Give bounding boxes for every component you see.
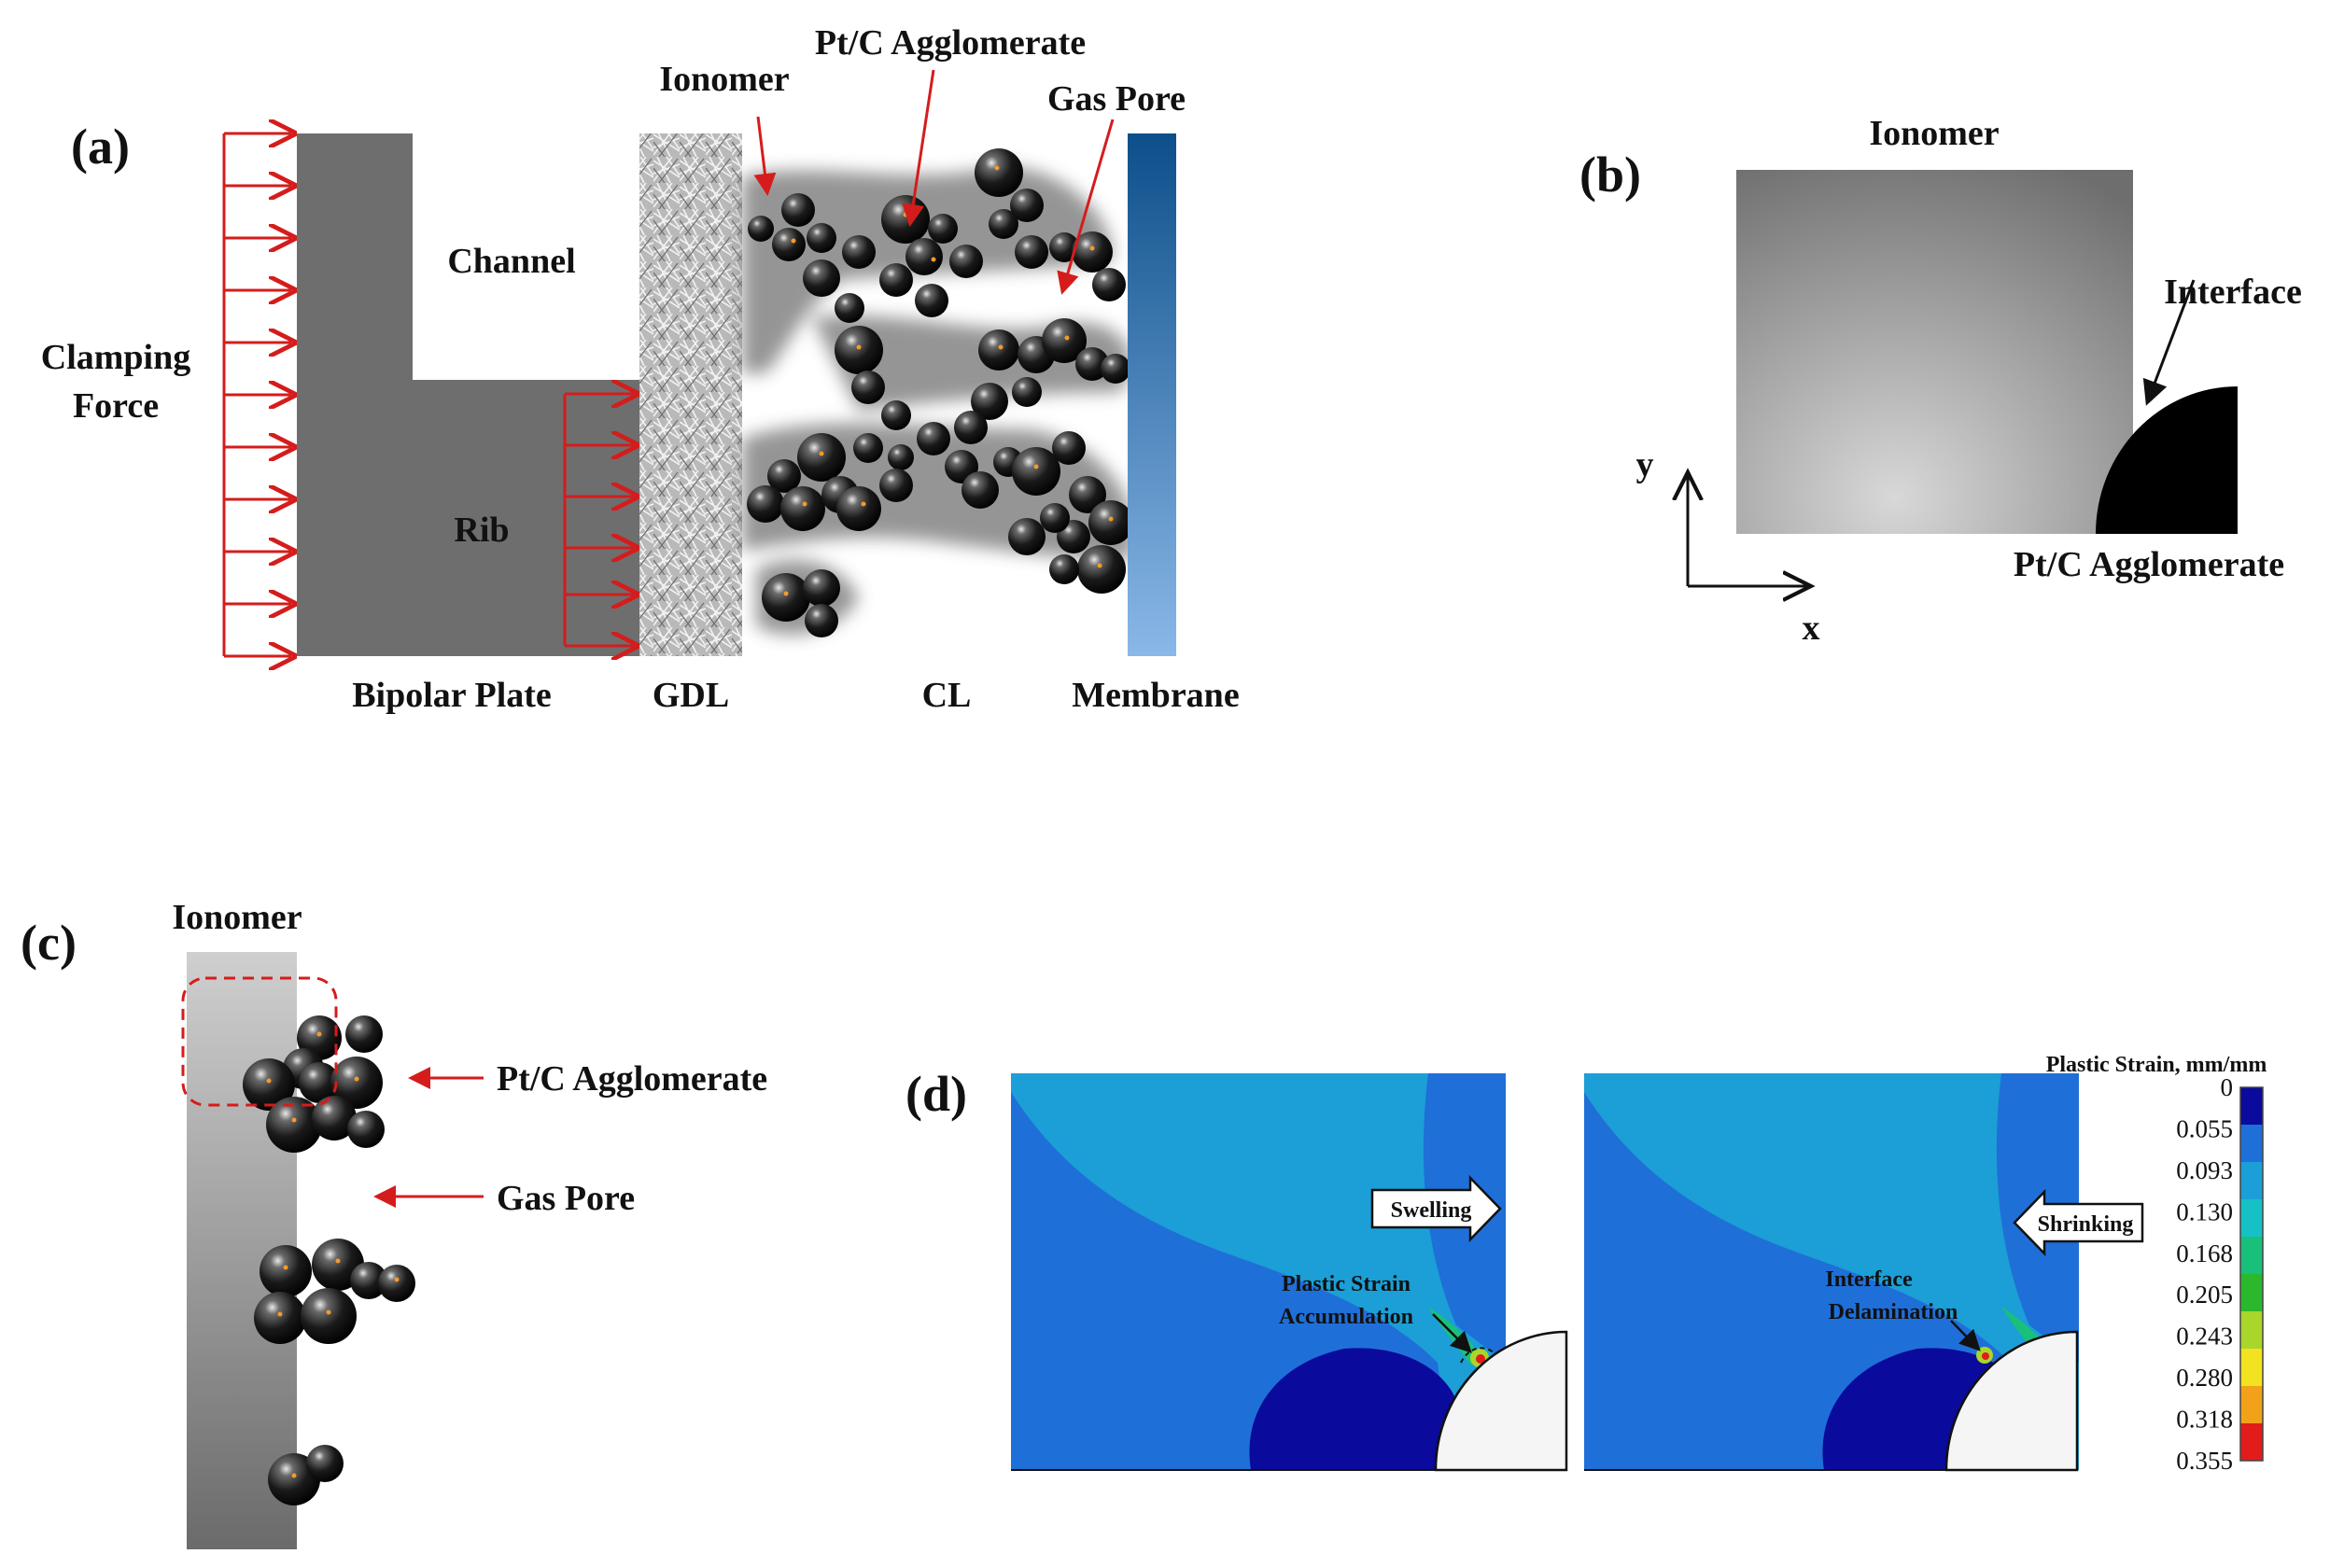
panel-d: (d) <box>905 1053 2267 1475</box>
annotation-left-line1: Plastic Strain <box>1282 1272 1411 1296</box>
channel-label: Channel <box>447 242 575 281</box>
swelling-label: Swelling <box>1391 1198 1472 1223</box>
agglomerate-quarter <box>2096 386 2238 534</box>
gas-pore-label-a: Gas Pore <box>1047 79 1186 119</box>
gdl-label: GDL <box>653 676 729 715</box>
membrane-layer <box>1128 133 1176 656</box>
clamping-label-line2: Force <box>73 386 159 426</box>
annotation-left-arrow <box>1432 1313 1472 1353</box>
membrane-label: Membrane <box>1072 676 1239 715</box>
annotation-right-line1: Interface <box>1825 1267 1913 1292</box>
legend-tick-label: 0.243 <box>2176 1323 2233 1351</box>
panel-d-tag: (d) <box>905 1066 967 1122</box>
annotation-right-arrow <box>1950 1320 1981 1351</box>
cl-label: CL <box>922 676 972 715</box>
cl-agglomerate-cluster <box>747 148 1133 637</box>
interface-arrow <box>2142 279 2196 406</box>
legend-swatch <box>2240 1423 2263 1462</box>
ionomer-label-b: Ionomer <box>1869 114 1999 153</box>
clamping-label-line1: Clamping <box>41 338 190 377</box>
legend-tick-label: 0.355 <box>2176 1447 2233 1475</box>
agglomerate-label-a: Pt/C Agglomerate <box>815 23 1086 63</box>
panel-c: (c) <box>21 898 767 1549</box>
legend-tick-label: 0.055 <box>2176 1114 2233 1142</box>
legend-frame <box>2239 1086 2264 1462</box>
bipolar-plate <box>297 133 639 656</box>
swelling-arrow: Swelling <box>1370 1174 1502 1243</box>
contour-plot-shrinking <box>1584 1073 2079 1470</box>
legend-tick-label: 0.093 <box>2176 1156 2233 1184</box>
legend-tick-label: 0.318 <box>2176 1406 2233 1434</box>
agglomerate-cluster-c <box>243 1015 415 1505</box>
ionomer-label-c: Ionomer <box>172 898 302 937</box>
legend-tick-label: 0.168 <box>2176 1239 2233 1267</box>
agglomerate-white-left <box>1434 1330 1568 1472</box>
colorbar-legend: Plastic Strain, mm/mm 0 0.055 0.093 0.130 0.… <box>2046 1053 2267 1475</box>
callout-arrows-a <box>753 69 1115 295</box>
legend-swatch <box>2240 1274 2263 1312</box>
interface-label: Interface <box>2164 273 2302 312</box>
panel-a-tag: (a) <box>71 119 130 175</box>
annotation-right-line2: Delamination <box>1829 1300 1958 1324</box>
clamping-force-arrows <box>222 133 291 656</box>
panel-c-tag: (c) <box>21 915 77 971</box>
axis-y-label: y <box>1636 445 1654 484</box>
legend-tick-label: 0 <box>2221 1073 2234 1101</box>
legend-tick-label: 0.130 <box>2176 1197 2233 1225</box>
gas-pore-label-c: Gas Pore <box>497 1179 635 1218</box>
legend-swatch <box>2240 1125 2263 1163</box>
agglomerate-white-right <box>1944 1330 2079 1472</box>
legend-swatch <box>2240 1162 2263 1200</box>
shrinking-arrow: Shrinking <box>2013 1188 2144 1257</box>
bipolar-plate-label: Bipolar Plate <box>352 676 552 715</box>
legend-swatch <box>2240 1237 2263 1275</box>
legend-swatch <box>2240 1199 2263 1238</box>
legend-swatch <box>2240 1311 2263 1350</box>
axes-indicator: y x <box>1636 445 1820 648</box>
axis-x-label: x <box>1803 609 1820 648</box>
legend-tick-label: 0.280 <box>2176 1364 2233 1392</box>
annotation-left-line2: Accumulation <box>1279 1305 1413 1329</box>
agglomerate-label-b: Pt/C Agglomerate <box>2014 545 2284 584</box>
rib-label: Rib <box>454 511 509 550</box>
contour-plot-swelling <box>1011 1073 1506 1470</box>
panel-b-tag: (b) <box>1579 147 1641 203</box>
legend-tick-label: 0.205 <box>2176 1281 2233 1309</box>
gdl-layer <box>639 133 742 656</box>
legend-swatch <box>2240 1349 2263 1387</box>
ionomer-label-a: Ionomer <box>659 60 789 99</box>
panel-b: (b) Ionomer Interface Pt/C Agglomerate y… <box>1579 114 2302 648</box>
legend-title: Plastic Strain, mm/mm <box>2046 1053 2267 1077</box>
rib-force-arrows <box>563 394 634 646</box>
panel-a: (a) <box>41 23 1240 715</box>
legend-swatch <box>2240 1386 2263 1424</box>
agglomerate-label-c: Pt/C Agglomerate <box>497 1059 767 1099</box>
ionomer-domain <box>1736 170 2133 534</box>
legend-swatch <box>2240 1087 2263 1126</box>
shrinking-label: Shrinking <box>2038 1212 2134 1237</box>
